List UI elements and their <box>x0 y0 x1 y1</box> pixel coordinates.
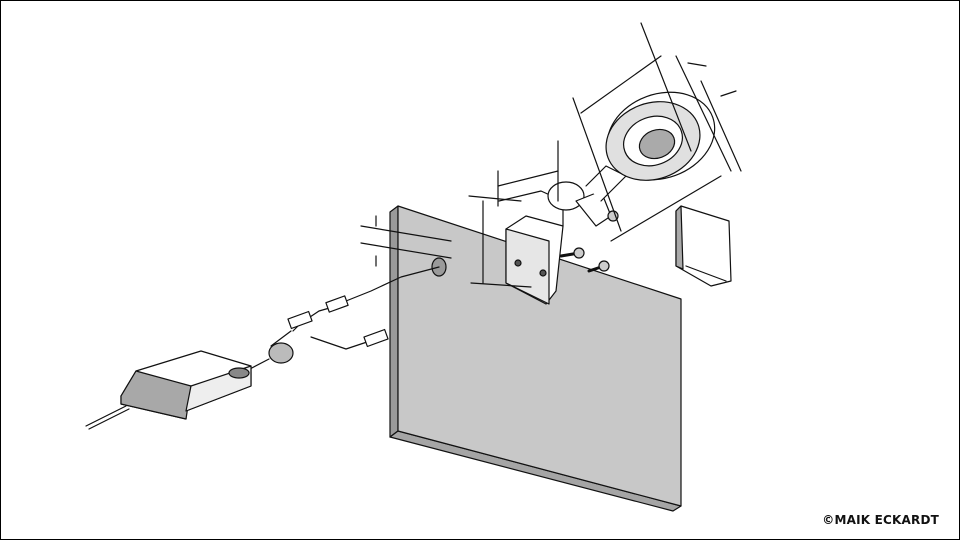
copyright-credit: ©MAIK ECKARDT <box>822 513 939 527</box>
mounting-bracket <box>498 190 564 305</box>
connector <box>287 310 313 330</box>
cable <box>245 266 440 372</box>
screws <box>559 247 610 273</box>
end-cap <box>675 205 732 287</box>
connector <box>325 295 349 313</box>
mounting-panel <box>389 205 682 512</box>
lamp-head <box>605 91 716 181</box>
ferrite-core <box>268 342 294 364</box>
led-driver <box>85 350 252 430</box>
dimension-lines <box>360 22 742 288</box>
connector <box>363 328 389 348</box>
lamp-arm <box>547 165 627 227</box>
